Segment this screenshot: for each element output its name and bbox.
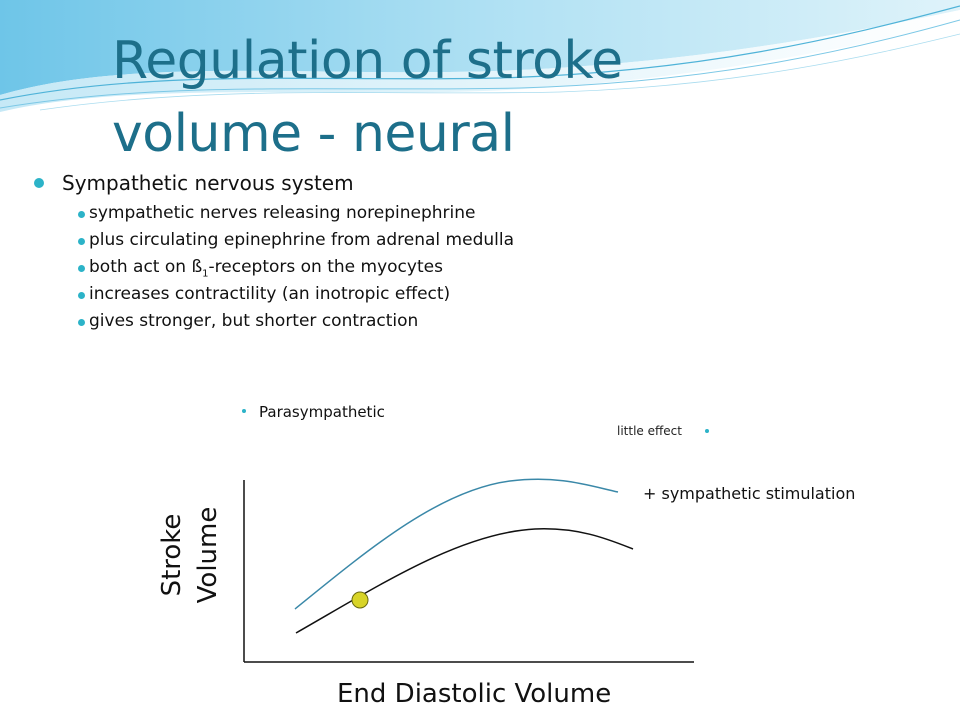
x-axis-label: End Diastolic Volume <box>337 679 612 709</box>
little-effect-label: little effect <box>617 424 682 438</box>
bullet-dot-icon <box>78 319 85 326</box>
sub-bullet-text: sympathetic nerves releasing norepinephr… <box>89 203 476 223</box>
header-wave-decoration <box>0 0 960 112</box>
curve-sympathetic-stimulation <box>294 478 619 610</box>
sub-bullet-text: increases contractility (an inotropic ef… <box>89 284 451 304</box>
bullet-dot-icon <box>78 292 85 299</box>
bullet-dot-icon <box>78 238 85 245</box>
bullet-sympathetic-nervous-system: Sympathetic nervous system <box>62 171 354 195</box>
bullet-dot-icon <box>78 211 85 218</box>
y-axis-label: Stroke Volume <box>157 506 223 604</box>
sympathetic-stimulation-label: + sympathetic stimulation <box>643 484 856 503</box>
curve-baseline <box>295 528 634 634</box>
sub-bullet-text: gives stronger, but shorter contraction <box>89 311 419 331</box>
operating-point-marker <box>351 591 369 609</box>
sub-bullet-text: plus circulating epinephrine from adrena… <box>89 230 514 250</box>
parasympathetic-label: Parasympathetic <box>259 403 385 421</box>
bullet-dot-icon <box>34 178 44 188</box>
bullet-dot-icon <box>705 429 709 433</box>
page-title-line2: volume - neural <box>112 104 515 164</box>
page-title-line1: Regulation of stroke <box>112 31 623 91</box>
sub-bullet-text: both act on ß1-receptors on the myocytes <box>89 257 443 280</box>
bullet-dot-icon <box>78 265 85 272</box>
bullet-dot-icon <box>242 409 246 413</box>
